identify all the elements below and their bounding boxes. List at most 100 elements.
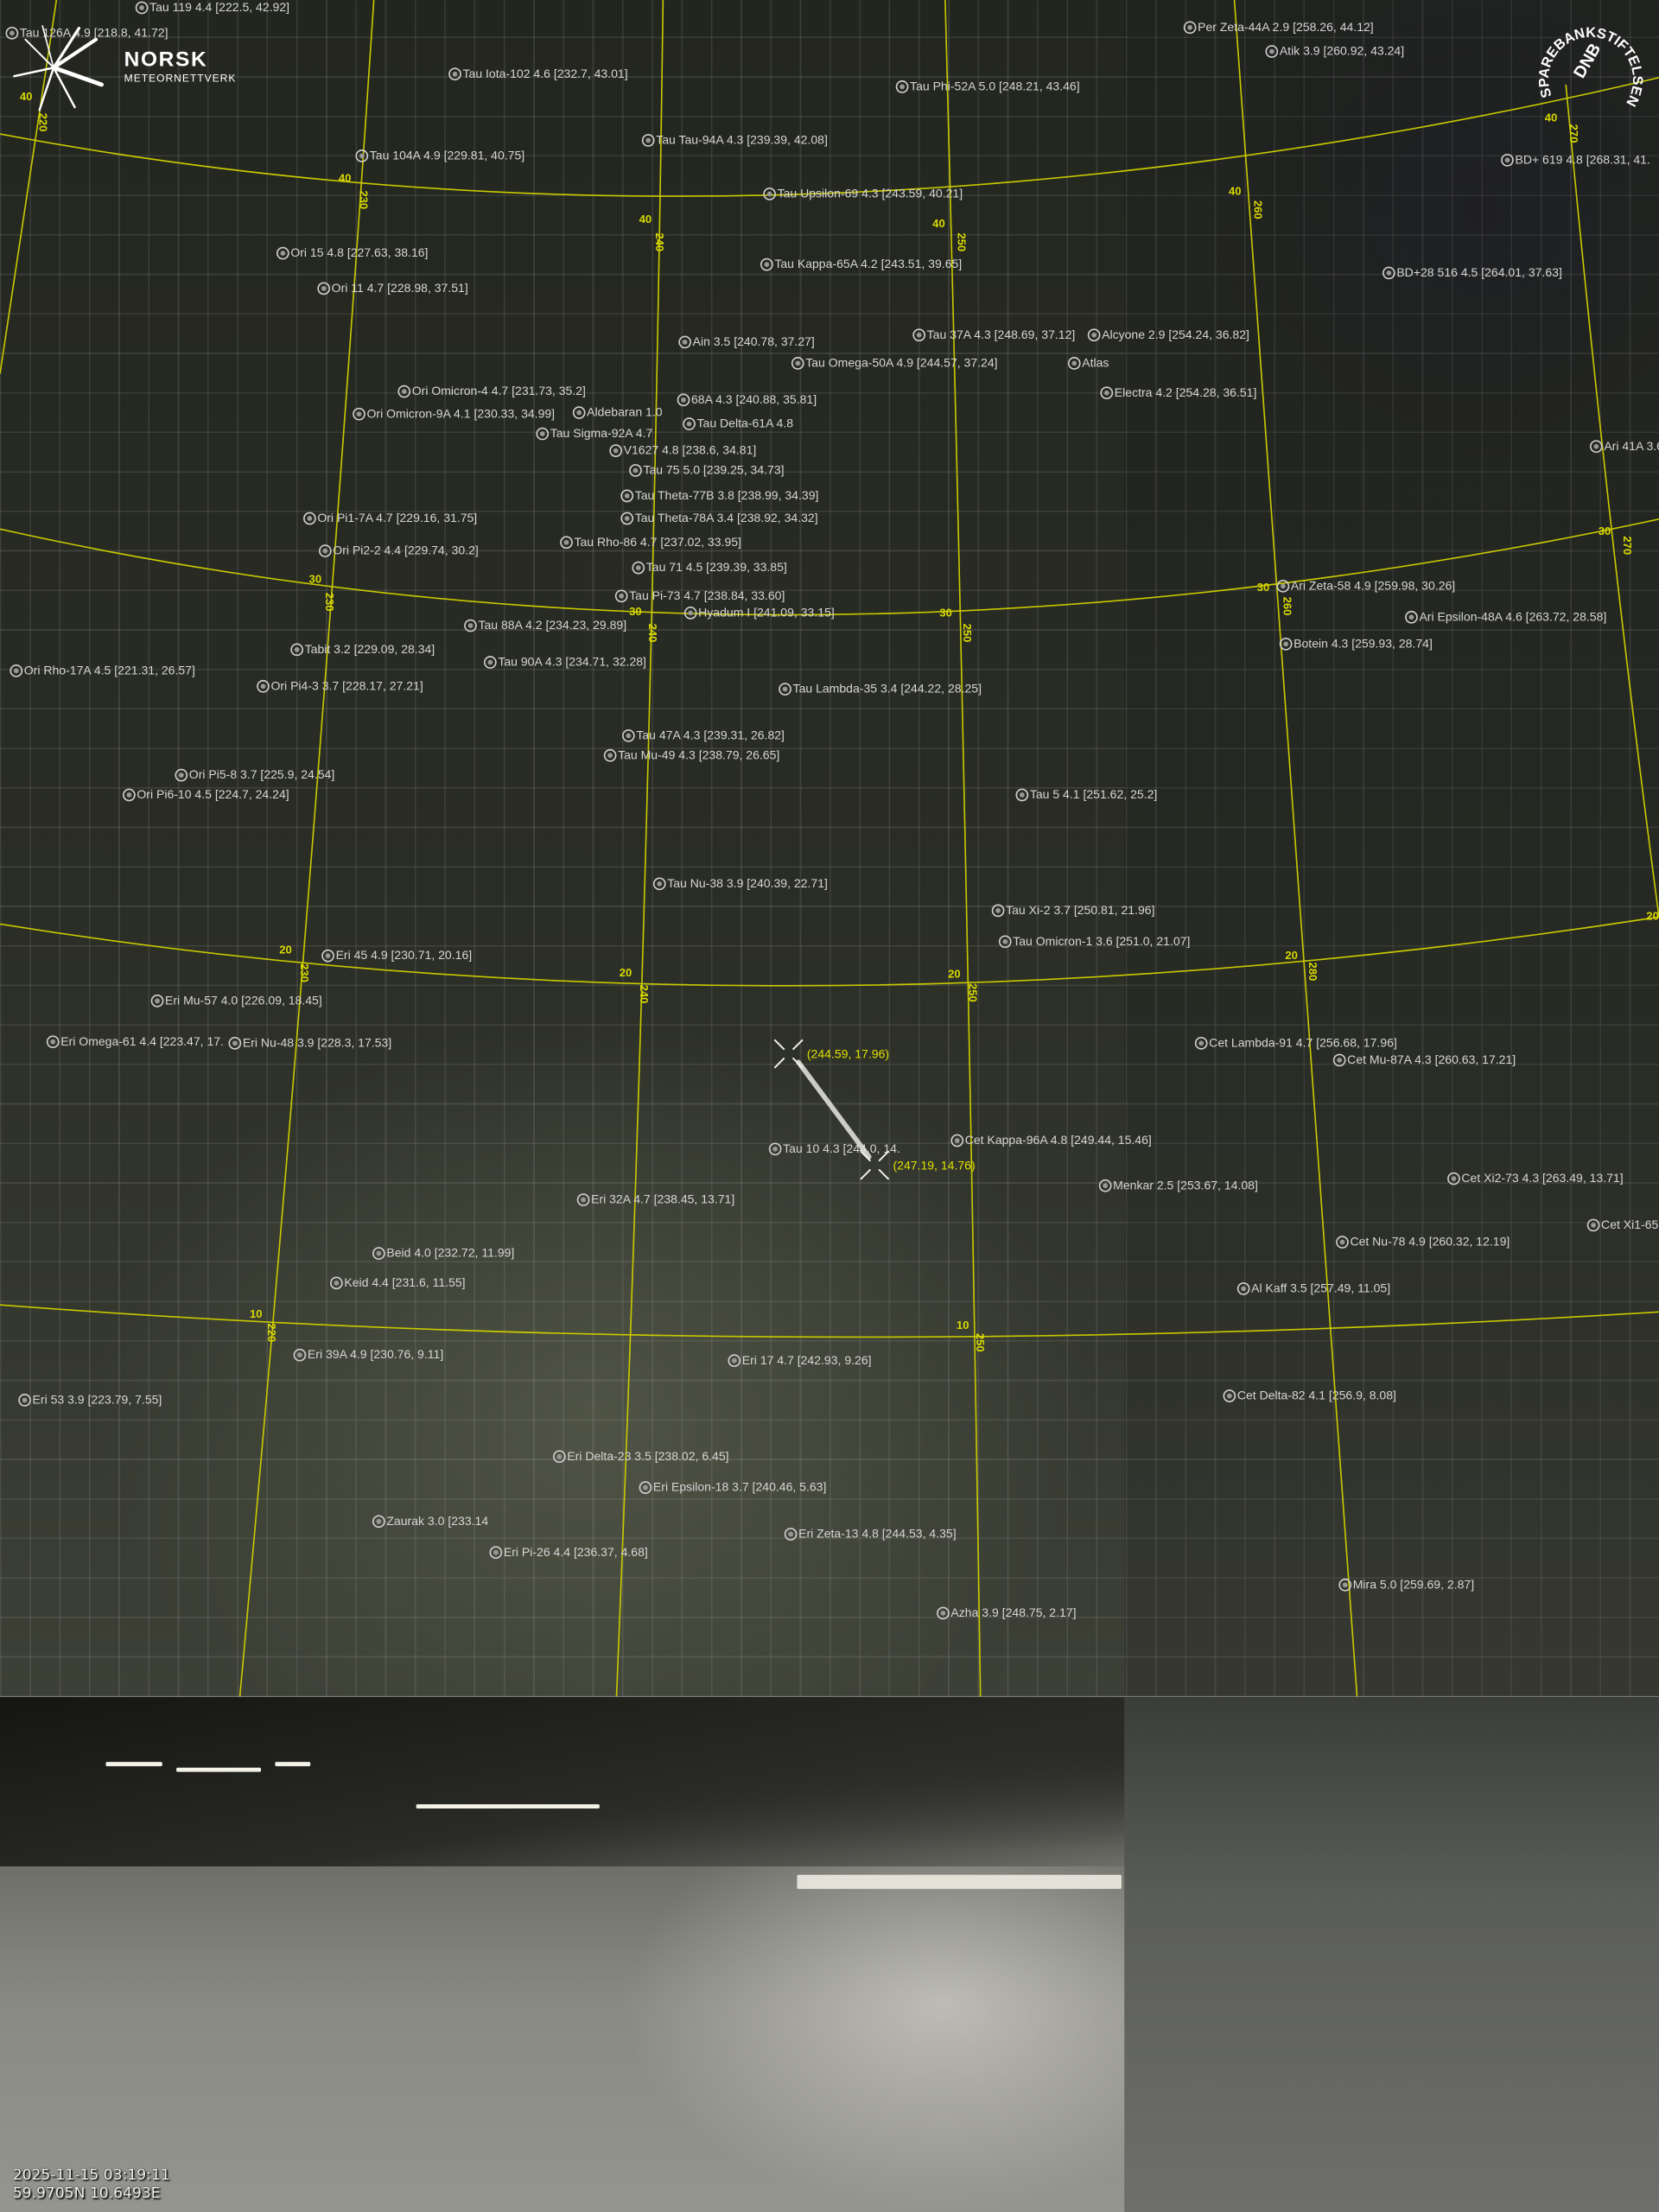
- ra-line-270: [1565, 84, 1659, 918]
- star-label-text: Per Zeta-44A 2.9 [258.26, 44.12]: [1198, 19, 1374, 35]
- star-label: Tau Mu-49 4.3 [238.79, 26.65]: [603, 747, 780, 762]
- star-circle-icon: [1236, 1282, 1250, 1295]
- star-circle-icon: [228, 1036, 242, 1050]
- star-label: Tau 10 4.3 [244.0, 14.: [768, 1141, 900, 1156]
- star-label: Ori Omicron-4 4.7 [231.73, 35.2]: [397, 384, 586, 398]
- dec-label: 40: [932, 217, 945, 231]
- star-label: Eri Nu-48 3.9 [228.3, 17.53]: [228, 1035, 392, 1050]
- star-circle-icon: [1223, 1389, 1236, 1402]
- star-label: BD+28 516 4.5 [264.01, 37.63]: [1382, 264, 1562, 280]
- star-label: Per Zeta-44A 2.9 [258.26, 44.12]: [1183, 19, 1374, 35]
- star-label: Botein 4.3 [259.93, 28.74]: [1279, 636, 1433, 651]
- star-circle-icon: [303, 512, 316, 525]
- star-label: Cet Nu-78 4.9 [260.32, 12.19]: [1336, 1235, 1510, 1249]
- dec-line-20: [0, 916, 1659, 987]
- star-circle-icon: [355, 149, 369, 162]
- star-label: Beid 4.0 [232.72, 11.99]: [372, 1246, 514, 1260]
- meteor-burst-icon: [13, 25, 104, 111]
- star-circle-icon: [621, 729, 635, 742]
- star-circle-icon: [620, 489, 634, 503]
- dec-label: 20: [279, 944, 292, 957]
- star-label: Tau Delta-61A 4.8: [683, 416, 793, 430]
- star-label-text: BD+28 516 4.5 [264.01, 37.63]: [1396, 264, 1562, 280]
- star-label-text: Eri Nu-48 3.9 [228.3, 17.53]: [242, 1035, 392, 1050]
- star-label: Ori Pi4-3 3.7 [228.17, 27.21]: [257, 678, 423, 693]
- city-lights: [176, 1767, 262, 1772]
- star-label-text: Eri Mu-57 4.0 [226.09, 18.45]: [165, 993, 322, 1007]
- star-label: Eri 45 4.9 [230.71, 20.16]: [321, 948, 472, 963]
- star-label-text: Tau Delta-61A 4.8: [696, 416, 794, 430]
- star-label-text: Tau 37A 4.3 [248.69, 37.12]: [926, 327, 1076, 342]
- camera-housing-edge: [1124, 1697, 1659, 2212]
- star-circle-icon: [620, 512, 634, 525]
- star-label: Tau Lambda-35 3.4 [244.22, 28.25]: [779, 682, 982, 696]
- star-label: Tau Upsilon-69 4.3 [243.59, 40.21]: [763, 187, 963, 200]
- star-label: Tabit 3.2 [229.09, 28.34]: [290, 641, 435, 657]
- logo-ring: SPAREBANKSTIFTELSEN: [1536, 25, 1645, 109]
- star-circle-icon: [937, 1606, 950, 1620]
- star-circle-icon: [763, 188, 776, 200]
- star-circle-icon: [641, 134, 655, 147]
- star-label: Eri 32A 4.7 [238.45, 13.71]: [576, 1192, 735, 1206]
- star-circle-icon: [321, 949, 334, 963]
- star-label-text: Tau 47A 4.3 [239.31, 26.82]: [636, 728, 785, 742]
- star-label: Eri Mu-57 4.0 [226.09, 18.45]: [150, 993, 322, 1007]
- star-label-text: Cet Kappa-96A 4.8 [249.44, 15.46]: [964, 1133, 1152, 1147]
- star-label: 68A 4.3 [240.88, 35.81]: [677, 392, 817, 407]
- star-label-text: Tau Phi-52A 5.0 [248.21, 43.46]: [910, 79, 1080, 93]
- star-label: Cet Delta-82 4.1 [256.9, 8.08]: [1223, 1389, 1396, 1402]
- dec-line-10: [0, 1304, 1659, 1338]
- star-label-text: Tau Omicron-1 3.6 [251.0, 21.07]: [1013, 933, 1191, 949]
- star-circle-icon: [317, 282, 331, 296]
- star-label-text: V1627 4.8 [238.6, 34.81]: [623, 442, 757, 457]
- star-label: Cet Lambda-91 4.7 [256.68, 17.96]: [1194, 1035, 1397, 1050]
- meteor-end-crosshair: [860, 1150, 890, 1180]
- star-label-text: Tau 88A 4.2 [234.23, 29.89]: [478, 618, 627, 632]
- star-circle-icon: [1336, 1236, 1349, 1249]
- star-label-text: Eri Delta-23 3.5 [238.02, 6.45]: [567, 1448, 729, 1464]
- star-label-text: Eri 32A 4.7 [238.45, 13.71]: [591, 1192, 735, 1206]
- star-label-text: Cet Lambda-91 4.7 [256.68, 17.96]: [1209, 1035, 1397, 1050]
- horizon-ridge: [0, 1697, 1129, 1866]
- star-circle-icon: [677, 393, 690, 407]
- star-circle-icon: [1087, 328, 1101, 342]
- star-circle-icon: [18, 1394, 31, 1407]
- star-label: Ori Pi5-8 3.7 [225.9, 24.54]: [175, 767, 335, 782]
- star-label-text: Tau Upsilon-69 4.3 [243.59, 40.21]: [777, 186, 963, 200]
- star-label: Tau Theta-77B 3.8 [238.99, 34.39]: [620, 487, 819, 503]
- star-label-text: Tau 75 5.0 [239.25, 34.73]: [643, 462, 785, 477]
- star-circle-icon: [5, 27, 19, 40]
- star-label: Cet Xi2-73 4.3 [263.49, 13.71]: [1447, 1171, 1624, 1185]
- star-label: Ori Pi1-7A 4.7 [229.16, 31.75]: [303, 511, 478, 525]
- city-lights: [105, 1762, 162, 1767]
- star-label: Tau 5 4.1 [251.62, 25.2]: [1015, 787, 1158, 802]
- dec-label: 40: [1229, 184, 1242, 198]
- star-label-text: Tau 126A 4.9 [218.8, 41.72]: [19, 25, 168, 40]
- star-label-text: Ari 41A 3.6: [1604, 438, 1659, 454]
- star-circle-icon: [791, 357, 804, 370]
- star-label-text: Ori 15 4.8 [227.63, 38.16]: [290, 245, 429, 260]
- star-label-text: Eri Omega-61 4.4 [223.47, 17.: [60, 1033, 224, 1049]
- star-label-text: Tau Theta-77B 3.8 [238.99, 34.39]: [634, 487, 819, 503]
- star-label-text: Tau Mu-49 4.3 [238.79, 26.65]: [618, 747, 780, 762]
- star-circle-icon: [639, 1481, 652, 1494]
- star-circle-icon: [10, 664, 23, 677]
- star-circle-icon: [560, 536, 573, 550]
- star-label-text: Tabit 3.2 [229.09, 28.34]: [304, 641, 435, 657]
- star-label: Ori 15 4.8 [227.63, 38.16]: [276, 245, 429, 260]
- star-label-text: Ori Pi1-7A 4.7 [229.16, 31.75]: [317, 511, 478, 525]
- dec-label: 20: [619, 966, 632, 980]
- star-circle-icon: [683, 607, 697, 620]
- star-circle-icon: [318, 544, 332, 557]
- star-label: Tau Theta-78A 3.4 [238.92, 34.32]: [620, 511, 818, 525]
- star-circle-icon: [123, 788, 136, 802]
- star-circle-icon: [536, 427, 550, 441]
- meteor-end-coordinates: (247.19, 14.76): [893, 1158, 976, 1173]
- star-label-text: Tau 5 4.1 [251.62, 25.2]: [1029, 787, 1158, 802]
- foreground-landscape: [0, 1697, 1659, 2212]
- star-label: Eri Epsilon-18 3.7 [240.46, 5.63]: [639, 1480, 826, 1494]
- star-label-text: Ori Pi5-8 3.7 [225.9, 24.54]: [188, 767, 335, 782]
- star-circle-icon: [895, 80, 909, 93]
- star-label: Tau 75 5.0 [239.25, 34.73]: [629, 462, 785, 477]
- star-circle-icon: [784, 1528, 798, 1541]
